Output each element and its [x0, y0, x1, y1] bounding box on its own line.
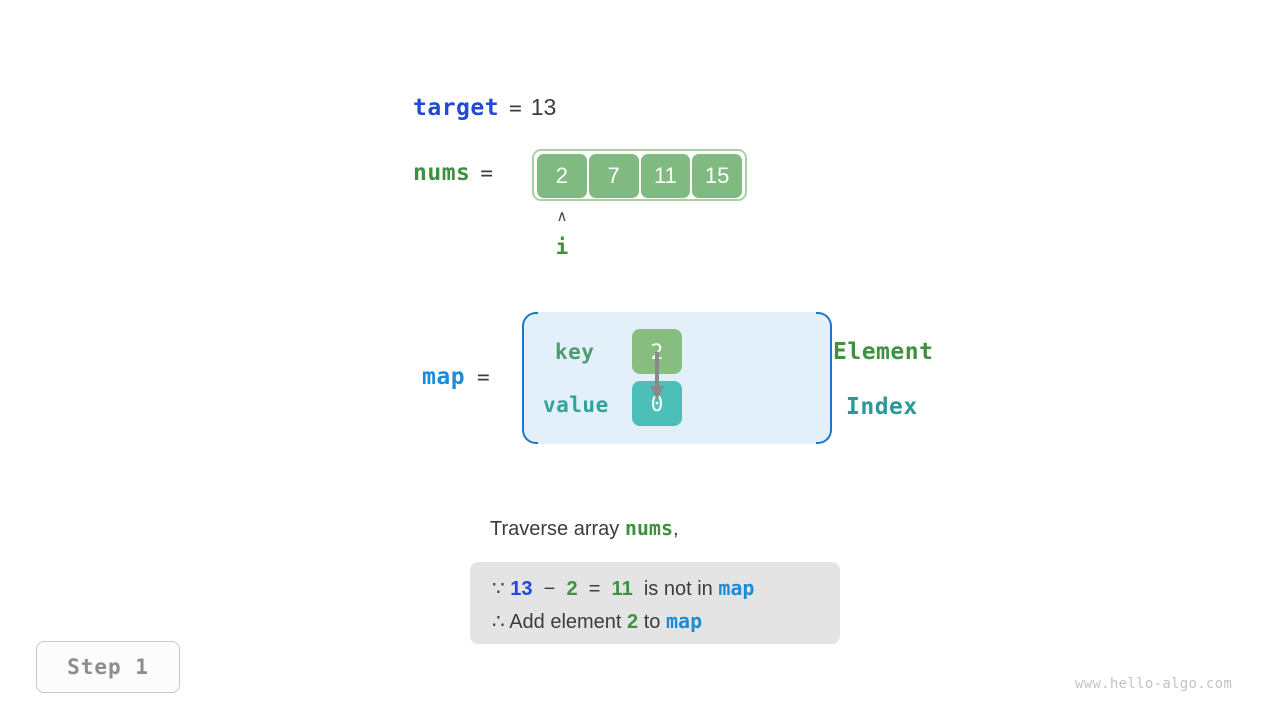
map-value-label: value [543, 393, 609, 417]
map-declaration: map = [422, 364, 490, 390]
reason-mid-text: is not in [643, 578, 713, 600]
reason-box: ∵ 13 − 2 = 11 is not in map ∴ Add elemen… [470, 562, 840, 644]
watermark: www.hello-algo.com [1075, 676, 1233, 692]
reason-element-value: 2 [566, 578, 578, 600]
target-variable-name: target [413, 95, 500, 121]
target-declaration: target = 13 [413, 94, 556, 121]
reason-line-1: ∵ 13 − 2 = 11 is not in map [492, 572, 818, 605]
map-element-annotation: Element [833, 339, 934, 365]
array-cell: 11 [640, 154, 691, 198]
reason-map-keyword: map [718, 576, 755, 600]
target-value: 13 [530, 94, 557, 120]
map-variable-name: map [422, 364, 466, 390]
nums-equals-sign: = [480, 161, 494, 185]
nums-declaration: nums = [413, 160, 502, 186]
traverse-prefix-text: Traverse array [490, 518, 625, 540]
reason-target-value: 13 [510, 578, 533, 600]
target-equals-sign: = [509, 96, 522, 120]
array-cell: 7 [588, 154, 639, 198]
array-nums: 2 7 11 15 [532, 149, 747, 201]
traverse-suffix-text: , [673, 518, 679, 540]
nums-variable-name: nums [413, 160, 471, 186]
because-symbol: ∵ [492, 578, 505, 600]
add-element-prefix: Add element [509, 611, 622, 633]
therefore-symbol: ∴ [492, 611, 505, 633]
reason-result-value: 11 [611, 578, 633, 600]
map-key-to-value-arrow-icon [650, 352, 664, 400]
map-equals-sign: = [477, 365, 490, 389]
map-key-label: key [555, 340, 595, 364]
reason-minus-sign: − [543, 578, 556, 600]
map-bracket-left [522, 312, 538, 444]
map-bracket-right [816, 312, 832, 444]
add-element-value: 2 [627, 611, 639, 633]
traverse-description: Traverse array nums, [490, 516, 679, 541]
array-cell: 2 [537, 154, 587, 198]
reason-line-2: ∴ Add element 2 to map [492, 605, 818, 638]
add-element-map-keyword: map [665, 609, 703, 633]
traverse-nums-keyword: nums [624, 516, 674, 540]
step-badge: Step 1 [36, 641, 180, 693]
pointer-caret-icon: ∧ [556, 207, 568, 225]
reason-equals-sign: = [588, 578, 601, 600]
array-cell: 15 [692, 154, 742, 198]
map-index-annotation: Index [846, 394, 918, 420]
add-element-middle: to [643, 611, 661, 633]
pointer-index-label: i [555, 235, 569, 259]
